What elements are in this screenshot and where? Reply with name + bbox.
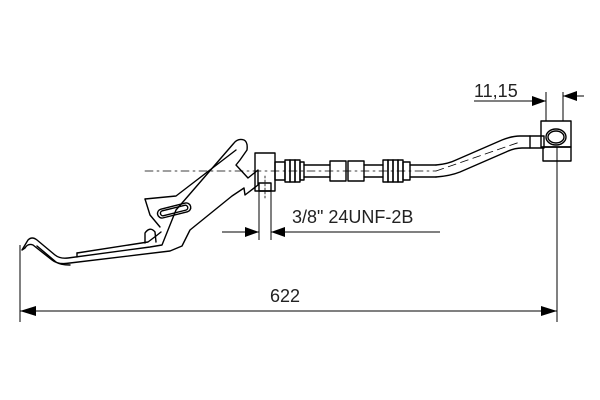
- end-fitting: [540, 120, 572, 162]
- arrow-right-icon: [541, 306, 557, 316]
- hose-assembly: [144, 159, 437, 183]
- arrow-11-right-icon: [563, 91, 577, 101]
- brake-pipe: [435, 135, 545, 178]
- arrow-left-icon: [20, 306, 36, 316]
- fitting-width-label: 11,15: [474, 81, 518, 101]
- arrow-thread-right-icon: [271, 227, 285, 237]
- overall-length-label: 622: [270, 286, 301, 306]
- arrow-11-left-icon: [532, 96, 546, 106]
- thread-spec-label: 3/8" 24UNF-2B: [292, 207, 414, 227]
- mounting-bracket: [21, 138, 259, 266]
- arrow-thread-left-icon: [245, 227, 259, 237]
